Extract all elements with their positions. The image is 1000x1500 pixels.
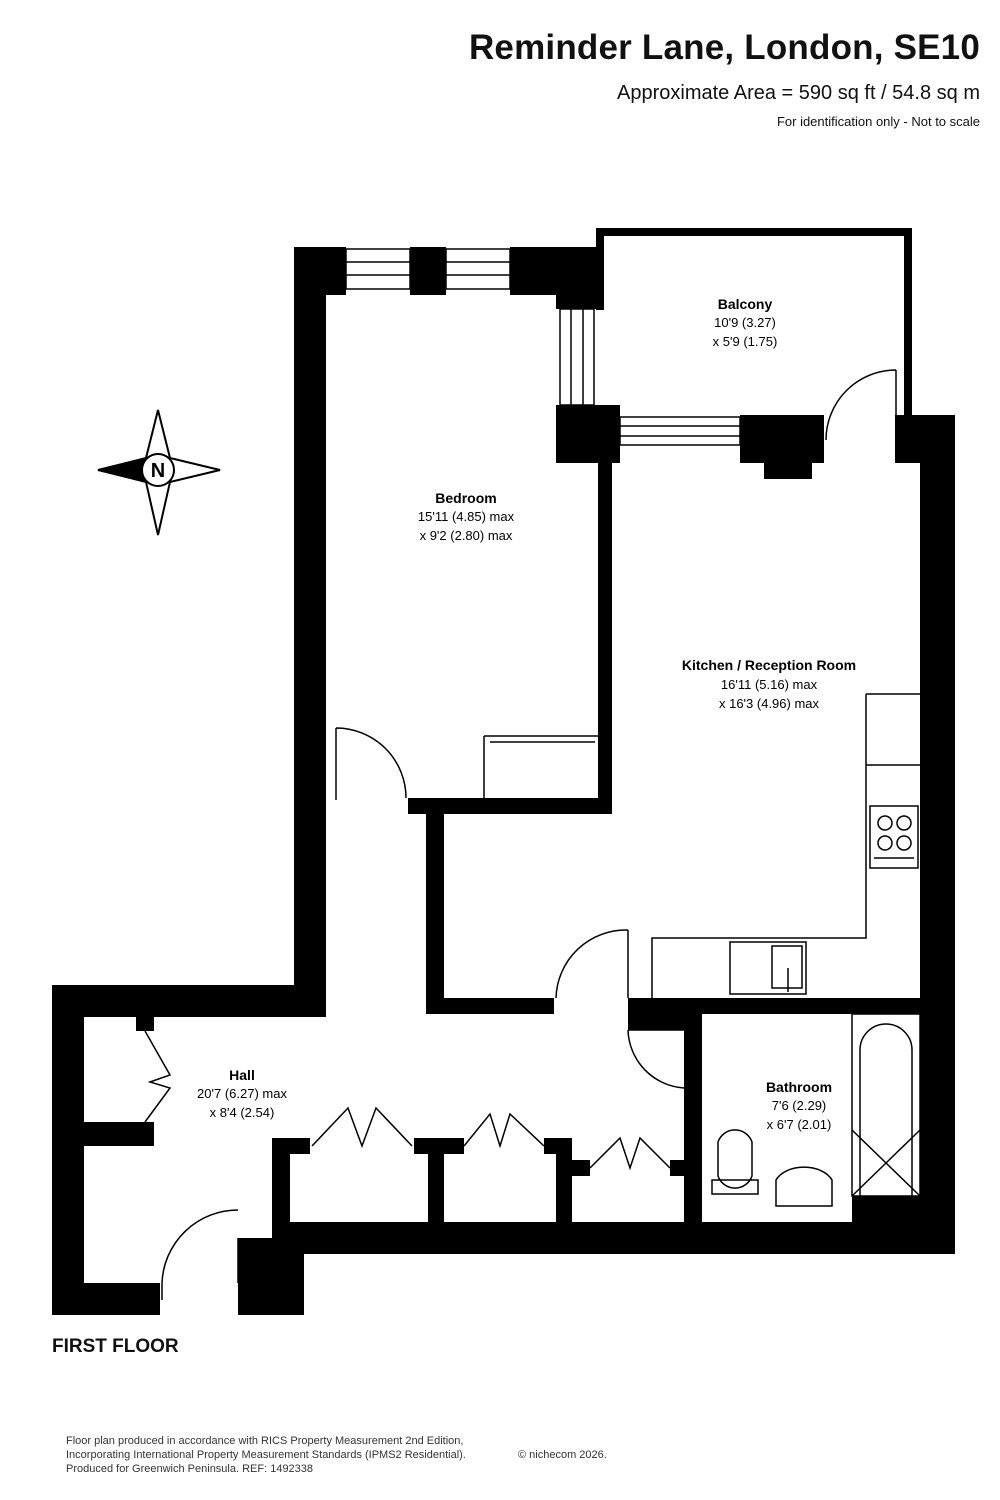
balcony-wall [904, 228, 912, 418]
toilet-icon [717, 1129, 753, 1189]
kitchen-dim-1: 16'11 (5.16) max [721, 677, 818, 692]
shower-screen [851, 1129, 921, 1197]
bedroom-dim-2: x 9'2 (2.80) max [420, 528, 513, 543]
sink-bowl [771, 945, 803, 989]
balcony-name: Balcony [718, 296, 773, 312]
window [445, 248, 511, 290]
wall-segment [84, 1122, 154, 1146]
wall-segment [410, 247, 446, 295]
wall-segment [272, 1138, 290, 1238]
balcony-wall [596, 228, 912, 236]
balcony-dim-1: 10'9 (3.27) [714, 315, 776, 330]
window [559, 308, 595, 406]
wardrobe-door [463, 1112, 545, 1149]
bathroom-dim-1: 7'6 (2.29) [772, 1098, 827, 1113]
footer: Floor plan produced in accordance with R… [66, 1434, 466, 1476]
toilet-cistern [711, 1179, 759, 1195]
bath [851, 1013, 921, 1197]
cupboard-door [144, 1030, 172, 1123]
window [619, 416, 741, 446]
wardrobe-door [311, 1106, 413, 1149]
wall-segment [426, 814, 444, 1014]
approximate-area: Approximate Area = 590 sq ft / 54.8 sq m [617, 82, 980, 104]
wall-segment [426, 998, 554, 1014]
basin-icon [775, 1166, 833, 1207]
wall-segment [136, 1017, 154, 1031]
floor-label: FIRST FLOOR [52, 1336, 179, 1357]
wall-segment [52, 985, 326, 1017]
wall-segment [556, 1138, 572, 1222]
wall-segment [52, 985, 84, 1315]
bedroom-door [335, 727, 407, 800]
hall-dim-1: 20'7 (6.27) max [197, 1086, 287, 1101]
entrance-door [161, 1209, 239, 1300]
wall-segment [684, 1014, 702, 1222]
wall-segment [852, 1196, 920, 1226]
footer-line-3: Produced for Greenwich Peninsula. REF: 1… [66, 1463, 314, 1475]
wall-segment [52, 1283, 160, 1315]
footer-line-1: Floor plan produced in accordance with R… [66, 1435, 464, 1447]
wall-segment [920, 415, 955, 1253]
compass-letter: N [151, 460, 165, 482]
wall-segment [428, 1138, 444, 1222]
wall-segment [272, 1222, 955, 1254]
wall-segment [628, 1014, 702, 1030]
wall-segment [294, 247, 326, 987]
kitchen-name: Kitchen / Reception Room [682, 657, 856, 673]
wall-segment [628, 998, 920, 1014]
bathroom-name: Bathroom [766, 1079, 832, 1095]
hall-dim-2: x 8'4 (2.54) [210, 1105, 275, 1120]
hob-icon [869, 805, 919, 869]
wall-segment [272, 1138, 310, 1154]
wall-segment [556, 247, 600, 309]
plan-title: Reminder Lane, London, SE10 [468, 28, 980, 67]
balcony-dim-2: x 5'9 (1.75) [713, 334, 778, 349]
bathroom-dim-2: x 6'7 (2.01) [767, 1117, 832, 1132]
kitchen-door [555, 929, 629, 999]
wall-segment [670, 1160, 688, 1176]
copyright: © nichecom 2026. [518, 1449, 607, 1461]
windows [345, 248, 741, 446]
wall-segment [556, 1160, 590, 1176]
window [345, 248, 411, 290]
compass-icon: N [97, 409, 221, 536]
bath-tub [859, 1023, 913, 1196]
footer-line-2: Incorporating International Property Mea… [66, 1449, 466, 1461]
wall-segment [556, 405, 620, 463]
wall-segment [598, 463, 612, 813]
doors [144, 369, 921, 1300]
bedroom-name: Bedroom [435, 490, 496, 506]
bedroom-wardrobe [483, 735, 598, 798]
scale-note: For identification only - Not to scale [776, 114, 980, 129]
kitchen-worktop [651, 693, 920, 998]
wall-segment [764, 415, 812, 479]
room-labels: Balcony 10'9 (3.27) x 5'9 (1.75) Bedroom… [197, 296, 856, 1132]
balcony-door [825, 369, 897, 441]
wall-segment [408, 798, 612, 814]
compass-circle [141, 453, 175, 487]
kitchen-dim-2: x 16'3 (4.96) max [719, 696, 820, 711]
bathroom-door [627, 1029, 685, 1089]
hall-name: Hall [229, 1067, 255, 1083]
walls [52, 228, 955, 1315]
bedroom-dim-1: 15'11 (4.85) max [418, 509, 515, 524]
wardrobe-door [589, 1136, 671, 1171]
balcony-wall [596, 228, 604, 310]
kitchen-sink [729, 941, 807, 995]
